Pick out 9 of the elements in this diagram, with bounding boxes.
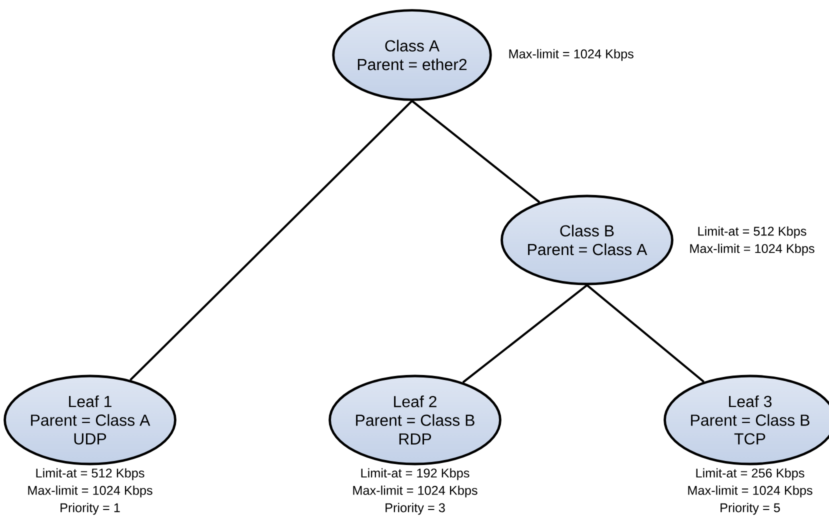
- property-text: Max-limit = 1024 Kbps: [509, 49, 634, 61]
- connector-line: [411, 100, 540, 204]
- connector-line: [130, 100, 413, 381]
- property-text: Limit-at = 512 Kbps Max-limit = 1024 Kbps: [690, 226, 814, 256]
- property-text: Limit-at = 512 Kbps Max-limit = 1024 Kbps Priority = 1: [28, 468, 152, 515]
- connector-line: [462, 284, 588, 384]
- connector-line: [586, 284, 704, 383]
- property-text: Limit-at = 256 Kbps Max-limit = 1024 Kbps Priority = 5: [688, 468, 812, 515]
- property-text: Limit-at = 192 Kbps Max-limit = 1024 Kbps Priority = 3: [353, 468, 478, 515]
